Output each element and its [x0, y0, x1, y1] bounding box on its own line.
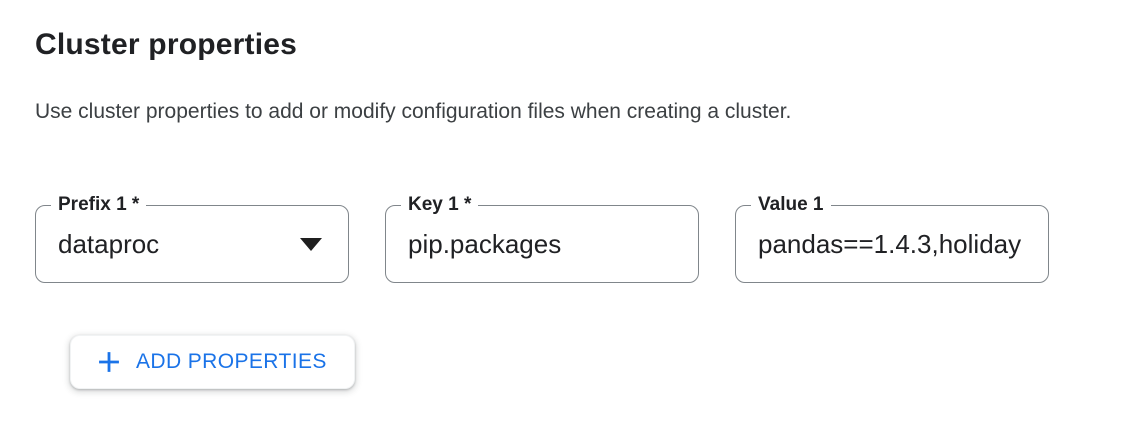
value-field: Value 1	[735, 194, 1049, 283]
plus-icon	[99, 352, 119, 372]
prefix-selected-value: dataproc	[58, 228, 160, 259]
value-label: Value 1	[751, 194, 831, 216]
key-label: Key 1 *	[401, 194, 479, 216]
key-field: Key 1 *	[385, 194, 699, 283]
add-properties-button[interactable]: ADD PROPERTIES	[70, 335, 355, 389]
cluster-properties-section: Cluster properties Use cluster propertie…	[35, 28, 1087, 389]
value-input[interactable]	[736, 206, 1048, 282]
page-title: Cluster properties	[35, 28, 297, 61]
add-properties-label: ADD PROPERTIES	[136, 350, 327, 373]
prefix-select[interactable]: Prefix 1 * dataproc	[35, 194, 349, 283]
arrow-drop-down-icon	[300, 237, 322, 251]
property-row-1: Prefix 1 * dataproc Key 1 * Value 1	[35, 194, 1087, 283]
key-input[interactable]	[386, 206, 698, 282]
page-description: Use cluster properties to add or modify …	[35, 100, 792, 123]
prefix-label: Prefix 1 *	[51, 194, 147, 216]
